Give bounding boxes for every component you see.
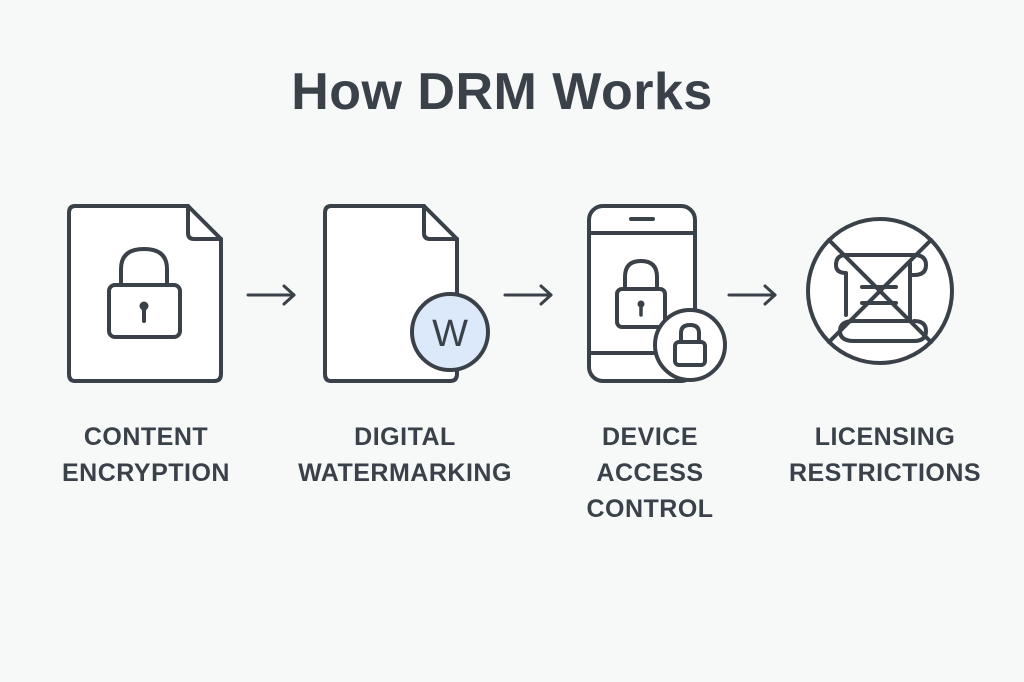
step-label-licensing-restrictions: LICENSING RESTRICTIONS xyxy=(788,423,982,487)
step-label-digital-watermarking: DIGITAL WATERMARKING xyxy=(298,423,512,487)
flow-arrow-1 xyxy=(246,283,298,312)
step-label-device-access-control: DEVICE ACCESS CONTROL xyxy=(586,423,714,523)
watermark-badge-letter: W xyxy=(432,313,468,355)
locked-phone-icon xyxy=(586,203,734,385)
prohibited-license-scroll-icon xyxy=(802,213,958,369)
flow-arrow-3 xyxy=(727,283,779,312)
locked-document-icon xyxy=(66,203,226,385)
watermark-badge-icon xyxy=(410,292,490,372)
watermarked-document-icon: W xyxy=(322,203,494,385)
step-label-content-encryption: CONTENT ENCRYPTION xyxy=(62,423,230,487)
flow-arrow-2 xyxy=(503,283,555,312)
diagram-title: How DRM Works xyxy=(291,63,713,121)
